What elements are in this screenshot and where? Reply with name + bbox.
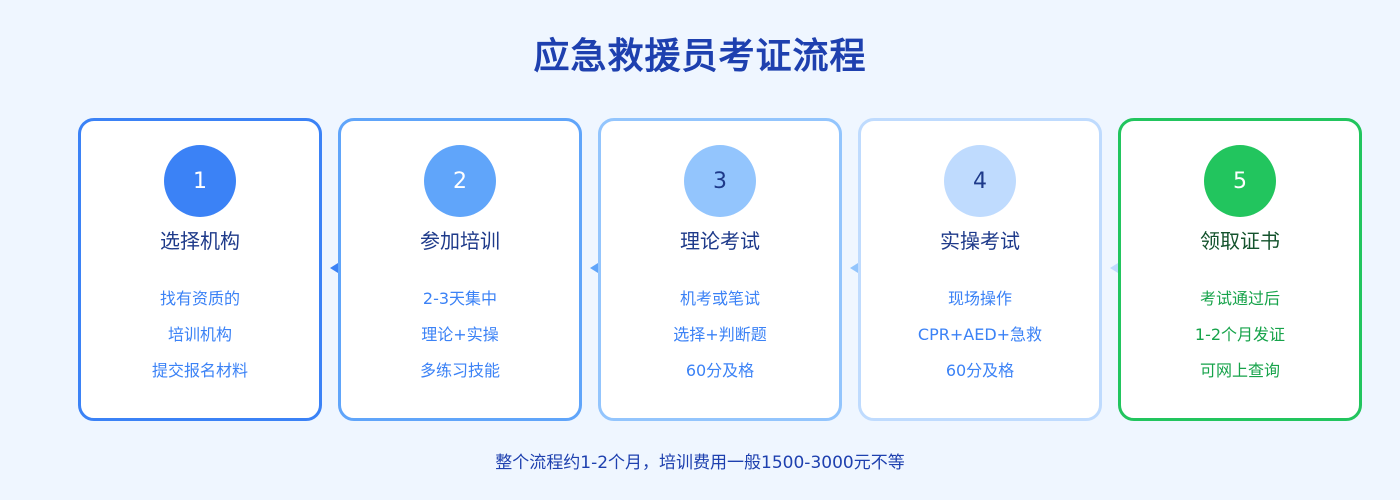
step-title: 参加培训 (420, 229, 500, 253)
step-title: 选择机构 (160, 229, 240, 253)
step-detail: 可网上查询 (1199, 361, 1280, 380)
step-detail: 找有资质的 (159, 289, 240, 308)
step-card-2: 2 参加培训 2-3天集中 理论+实操 多练习技能 (338, 118, 582, 421)
step-detail: 现场操作 (947, 289, 1012, 308)
arrow-left-icon (850, 263, 858, 273)
arrow-left-icon (1110, 263, 1118, 273)
step-number-badge: 3 (684, 145, 756, 217)
arrow-left-icon (590, 263, 598, 273)
step-detail: 多练习技能 (419, 361, 500, 380)
step-card-5: 5 领取证书 考试通过后 1-2个月发证 可网上查询 (1118, 118, 1362, 421)
step-title: 理论考试 (680, 229, 760, 253)
step-number-badge: 5 (1204, 145, 1276, 217)
step-detail: 60分及格 (945, 361, 1015, 380)
step-detail: 理论+实操 (421, 325, 499, 344)
step-detail: 60分及格 (685, 361, 755, 380)
step-title: 领取证书 (1200, 229, 1280, 253)
step-card-4: 4 实操考试 现场操作 CPR+AED+急救 60分及格 (858, 118, 1102, 421)
step-card-1: 1 选择机构 找有资质的 培训机构 提交报名材料 (78, 118, 322, 421)
page-title: 应急救援员考证流程 (533, 36, 867, 77)
step-detail: 1-2个月发证 (1194, 325, 1286, 344)
step-detail: 考试通过后 (1199, 289, 1280, 308)
step-title: 实操考试 (940, 229, 1020, 253)
arrow-left-icon (330, 263, 338, 273)
step-detail: 培训机构 (167, 325, 232, 344)
step-number-badge: 2 (424, 145, 496, 217)
step-detail: 2-3天集中 (422, 289, 498, 308)
step-detail: 机考或笔试 (679, 289, 760, 308)
step-number-badge: 1 (164, 145, 236, 217)
footer-note: 整个流程约1-2个月，培训费用一般1500-3000元不等 (495, 453, 905, 473)
step-detail: CPR+AED+急救 (917, 325, 1043, 344)
step-card-3: 3 理论考试 机考或笔试 选择+判断题 60分及格 (598, 118, 842, 421)
step-number-badge: 4 (944, 145, 1016, 217)
step-detail: 提交报名材料 (151, 361, 248, 380)
step-detail: 选择+判断题 (673, 325, 767, 344)
